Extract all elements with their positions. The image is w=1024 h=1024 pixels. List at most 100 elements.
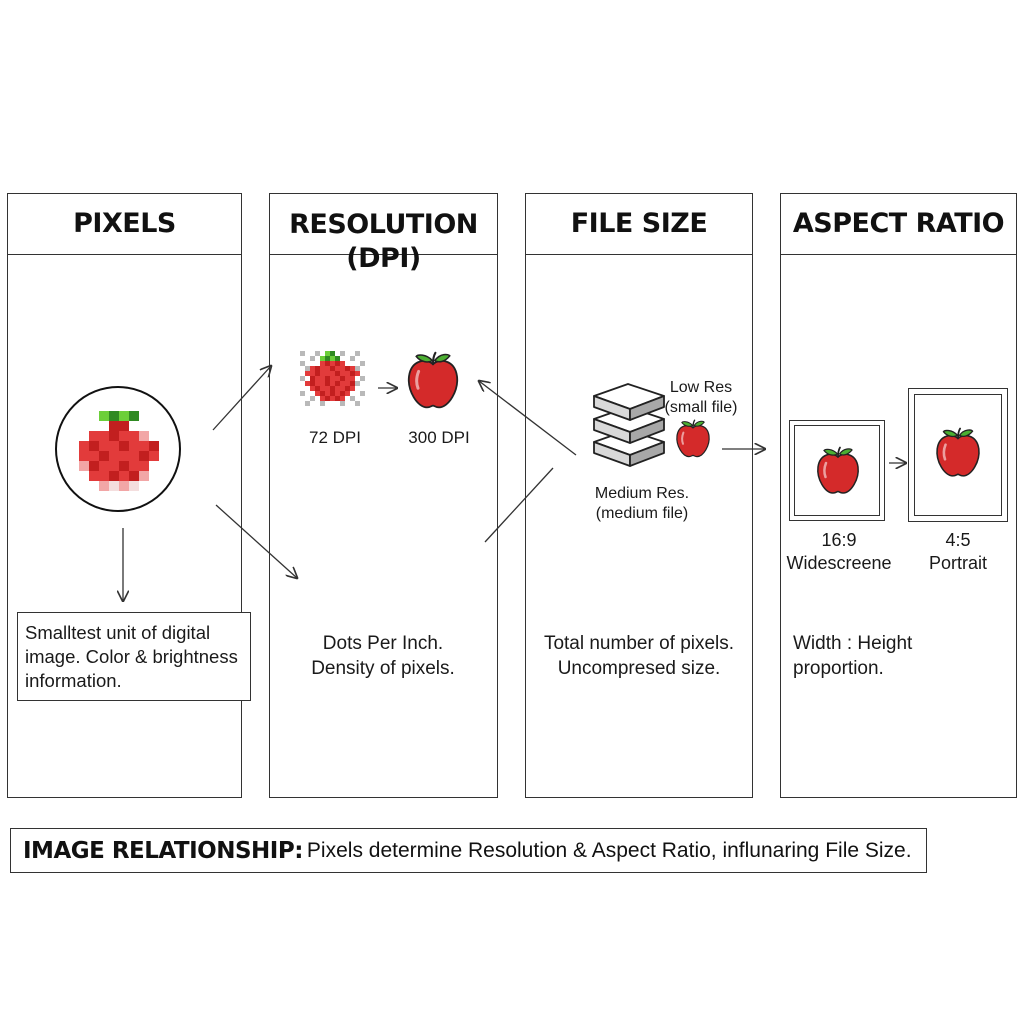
pixel-cell bbox=[335, 361, 340, 366]
ratio-value: 16:9 bbox=[821, 530, 857, 550]
pixel-cell bbox=[79, 471, 89, 481]
portrait-frame-inner bbox=[914, 394, 1002, 516]
pixel-cell bbox=[315, 391, 320, 396]
pixel-cell bbox=[330, 381, 335, 386]
pixel-cell bbox=[340, 371, 345, 376]
pixel-cell bbox=[149, 431, 159, 441]
low-res-label: Low Res (small file) bbox=[662, 378, 740, 418]
low-dpi-label: 72 DPI bbox=[309, 428, 361, 447]
pixel-cell bbox=[139, 471, 149, 481]
pixel-cell bbox=[149, 441, 159, 451]
pixel-cell bbox=[129, 481, 139, 491]
pixel-cell bbox=[345, 371, 350, 376]
pixel-cell bbox=[79, 461, 89, 471]
pixel-cell bbox=[79, 441, 89, 451]
pixel-cell bbox=[345, 381, 350, 386]
description-line: Total number of pixels. bbox=[543, 633, 735, 654]
image-relationship-box: IMAGE RELATIONSHIP: Pixels determine Res… bbox=[10, 828, 927, 873]
pixel-cell bbox=[320, 401, 325, 406]
pixel-cell bbox=[300, 361, 305, 366]
pixel-cell bbox=[89, 461, 99, 471]
pixel-cell bbox=[139, 481, 149, 491]
pixel-cell bbox=[109, 441, 119, 451]
pixel-cell bbox=[320, 376, 325, 381]
pixel-cell bbox=[330, 356, 335, 361]
widescreen-frame bbox=[789, 420, 885, 521]
pixel-cell bbox=[89, 451, 99, 461]
pixel-cell bbox=[325, 386, 330, 391]
panel-header: RESOLUTION (DPI) bbox=[270, 194, 497, 274]
panel-title-line: RESOLUTION bbox=[289, 209, 478, 240]
pixel-cell bbox=[149, 461, 159, 471]
pixel-cell bbox=[325, 361, 330, 366]
pixel-cell bbox=[109, 471, 119, 481]
portrait-label: 4:5 Portrait bbox=[910, 529, 1006, 575]
pixel-cell bbox=[89, 431, 99, 441]
pixel-cell bbox=[89, 411, 99, 421]
pixel-cell bbox=[345, 376, 350, 381]
pixel-cell bbox=[149, 481, 159, 491]
pixel-cell bbox=[139, 411, 149, 421]
pixel-cell bbox=[335, 376, 340, 381]
pixel-cell bbox=[355, 351, 360, 356]
pixel-cell bbox=[149, 451, 159, 461]
pixel-cell bbox=[89, 481, 99, 491]
pixel-cell bbox=[129, 431, 139, 441]
pixel-cell bbox=[89, 441, 99, 451]
pixel-cell bbox=[325, 356, 330, 361]
pixel-cell bbox=[345, 391, 350, 396]
pixel-cell bbox=[129, 441, 139, 451]
high-dpi-label: 300 DPI bbox=[408, 428, 470, 447]
pixel-cell bbox=[345, 366, 350, 371]
panel-title-line: (DPI) bbox=[346, 243, 421, 274]
aspect-ratio-description: Width : Height proportion. bbox=[793, 631, 1013, 681]
pixel-cell bbox=[300, 351, 305, 356]
pixel-cell bbox=[119, 451, 129, 461]
pixel-cell bbox=[129, 461, 139, 471]
pixel-cell bbox=[109, 421, 119, 431]
pixel-cell bbox=[355, 401, 360, 406]
pixelated-apple-icon bbox=[79, 411, 159, 491]
pixel-cell bbox=[340, 391, 345, 396]
pixel-cell bbox=[119, 481, 129, 491]
pixel-cell bbox=[149, 411, 159, 421]
pixels-description: Smalltest unit of digital image. Color &… bbox=[25, 622, 238, 691]
pixel-cell bbox=[109, 431, 119, 441]
pixel-cell bbox=[335, 391, 340, 396]
pixel-cell bbox=[315, 376, 320, 381]
pixel-cell bbox=[119, 431, 129, 441]
pixel-cell bbox=[79, 411, 89, 421]
pixel-cell bbox=[139, 421, 149, 431]
pixel-cell bbox=[310, 356, 315, 361]
pixel-cell bbox=[315, 351, 320, 356]
pixel-cell bbox=[335, 386, 340, 391]
pixel-cell bbox=[89, 471, 99, 481]
pixel-cell bbox=[335, 381, 340, 386]
pixel-cell bbox=[340, 361, 345, 366]
panel-header: ASPECT RATIO bbox=[781, 194, 1016, 255]
pixel-cell bbox=[109, 451, 119, 461]
pixel-cell bbox=[305, 371, 310, 376]
widescreen-frame-inner bbox=[794, 425, 880, 516]
label-line: (small file) bbox=[664, 399, 738, 416]
widescreen-label: 16:9 Widescreene bbox=[778, 529, 900, 575]
pixel-cell bbox=[340, 381, 345, 386]
apple-icon bbox=[675, 419, 711, 458]
apple-icon bbox=[816, 446, 860, 495]
pixel-cell bbox=[139, 451, 149, 461]
panel-title: FILE SIZE bbox=[570, 208, 708, 239]
pixel-cell bbox=[330, 366, 335, 371]
panel-header: FILE SIZE bbox=[526, 194, 752, 255]
pixel-cell bbox=[340, 351, 345, 356]
pixel-cell bbox=[360, 376, 365, 381]
pixel-cell bbox=[99, 431, 109, 441]
pixel-cell bbox=[139, 441, 149, 451]
pixel-cell bbox=[360, 361, 365, 366]
pixel-cell bbox=[330, 376, 335, 381]
pixel-cell bbox=[355, 366, 360, 371]
pixel-cell bbox=[360, 401, 365, 406]
pixel-cell bbox=[350, 376, 355, 381]
pixel-cell bbox=[129, 451, 139, 461]
pixel-cell bbox=[325, 391, 330, 396]
pixel-cell bbox=[109, 461, 119, 471]
